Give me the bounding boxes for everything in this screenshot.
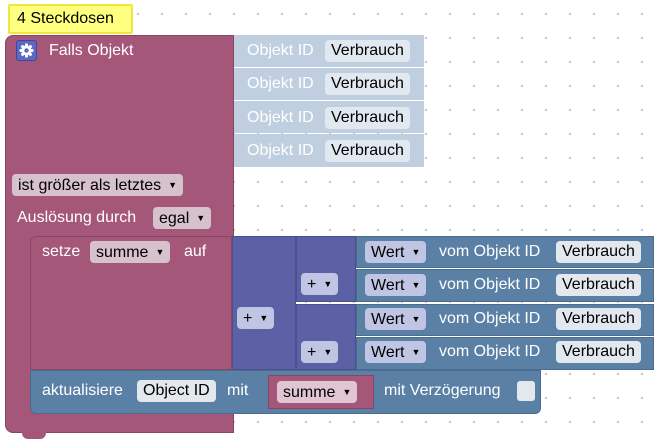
chevron-down-icon: ▼ <box>342 387 352 397</box>
object-id-label-1: Objekt ID <box>247 42 314 59</box>
condition-value: ist größer als letztes <box>18 177 162 194</box>
chevron-down-icon: ▼ <box>411 314 421 324</box>
update-object-field[interactable]: Object ID <box>137 380 216 402</box>
operator-dropdown-top[interactable]: +▼ <box>301 273 339 295</box>
chevron-down-icon: ▼ <box>259 313 269 323</box>
trigger-by-value: egal <box>159 210 190 227</box>
value-object-field-2[interactable]: Verbrauch <box>556 274 641 296</box>
value-type-dropdown-2[interactable]: Wert ▼ <box>365 274 427 296</box>
value-type-dropdown-4[interactable]: Wert ▼ <box>365 341 427 363</box>
mit-label: mit <box>227 382 249 399</box>
chevron-down-icon: ▼ <box>323 347 333 357</box>
value-type: Wert <box>371 344 405 361</box>
value-object-field-3[interactable]: Verbrauch <box>556 308 641 330</box>
object-id-field-3[interactable]: Verbrauch <box>325 107 410 129</box>
delay-checkbox[interactable] <box>517 381 535 401</box>
auf-label: auf <box>184 243 207 260</box>
object-id-label-4: Objekt ID <box>247 142 314 159</box>
setze-label: setze <box>42 243 81 260</box>
operator-dropdown-bottom[interactable]: +▼ <box>301 341 339 363</box>
object-id-field-1[interactable]: Verbrauch <box>325 40 410 62</box>
chevron-down-icon: ▼ <box>155 247 165 257</box>
value-type-dropdown-1[interactable]: Wert ▼ <box>365 241 427 263</box>
value-type: Wert <box>371 277 405 294</box>
gear-icon[interactable] <box>16 40 37 61</box>
value-variable-dropdown[interactable]: summe ▼ <box>277 381 358 403</box>
chevron-down-icon: ▼ <box>411 247 421 257</box>
object-id-field-2[interactable]: Verbrauch <box>325 73 410 95</box>
value-type: Wert <box>371 311 405 328</box>
trigger-label: Falls Objekt <box>49 42 134 59</box>
trigger-block-bottom-tab <box>22 431 46 439</box>
object-id-label-3: Objekt ID <box>247 109 314 126</box>
operator-value: + <box>307 276 317 293</box>
chevron-down-icon: ▼ <box>411 280 421 290</box>
from-object-label-4: vom Objekt ID <box>439 343 541 360</box>
update-label: aktualisiere <box>42 382 123 399</box>
from-object-label-2: vom Objekt ID <box>439 276 541 293</box>
operator-value: + <box>307 344 317 361</box>
variable-dropdown[interactable]: summe ▼ <box>90 241 171 263</box>
from-object-label-3: vom Objekt ID <box>439 310 541 327</box>
math-add-block-outer[interactable] <box>232 236 296 370</box>
operator-dropdown-outer[interactable]: +▼ <box>237 307 275 329</box>
value-object-field-1[interactable]: Verbrauch <box>556 241 641 263</box>
delay-label: mit Verzögerung <box>384 382 501 399</box>
operator-value: + <box>243 310 253 327</box>
trigger-by-label: Auslösung durch <box>17 209 137 226</box>
chevron-down-icon: ▼ <box>168 180 178 190</box>
object-id-label-2: Objekt ID <box>247 75 314 92</box>
value-variable-name: summe <box>283 384 336 401</box>
value-type-dropdown-3[interactable]: Wert ▼ <box>365 308 427 330</box>
chevron-down-icon: ▼ <box>323 279 333 289</box>
comment-text: 4 Steckdosen <box>17 10 114 27</box>
variable-name: summe <box>96 244 149 261</box>
chevron-down-icon: ▼ <box>411 347 421 357</box>
chevron-down-icon: ▼ <box>196 213 206 223</box>
trigger-by-dropdown[interactable]: egal ▼ <box>153 207 212 229</box>
value-type: Wert <box>371 244 405 261</box>
value-object-field-4[interactable]: Verbrauch <box>556 341 641 363</box>
comment-bubble[interactable]: 4 Steckdosen <box>8 4 133 34</box>
from-object-label-1: vom Objekt ID <box>439 243 541 260</box>
object-id-field-4[interactable]: Verbrauch <box>325 140 410 162</box>
condition-dropdown[interactable]: ist größer als letztes ▼ <box>12 174 184 196</box>
